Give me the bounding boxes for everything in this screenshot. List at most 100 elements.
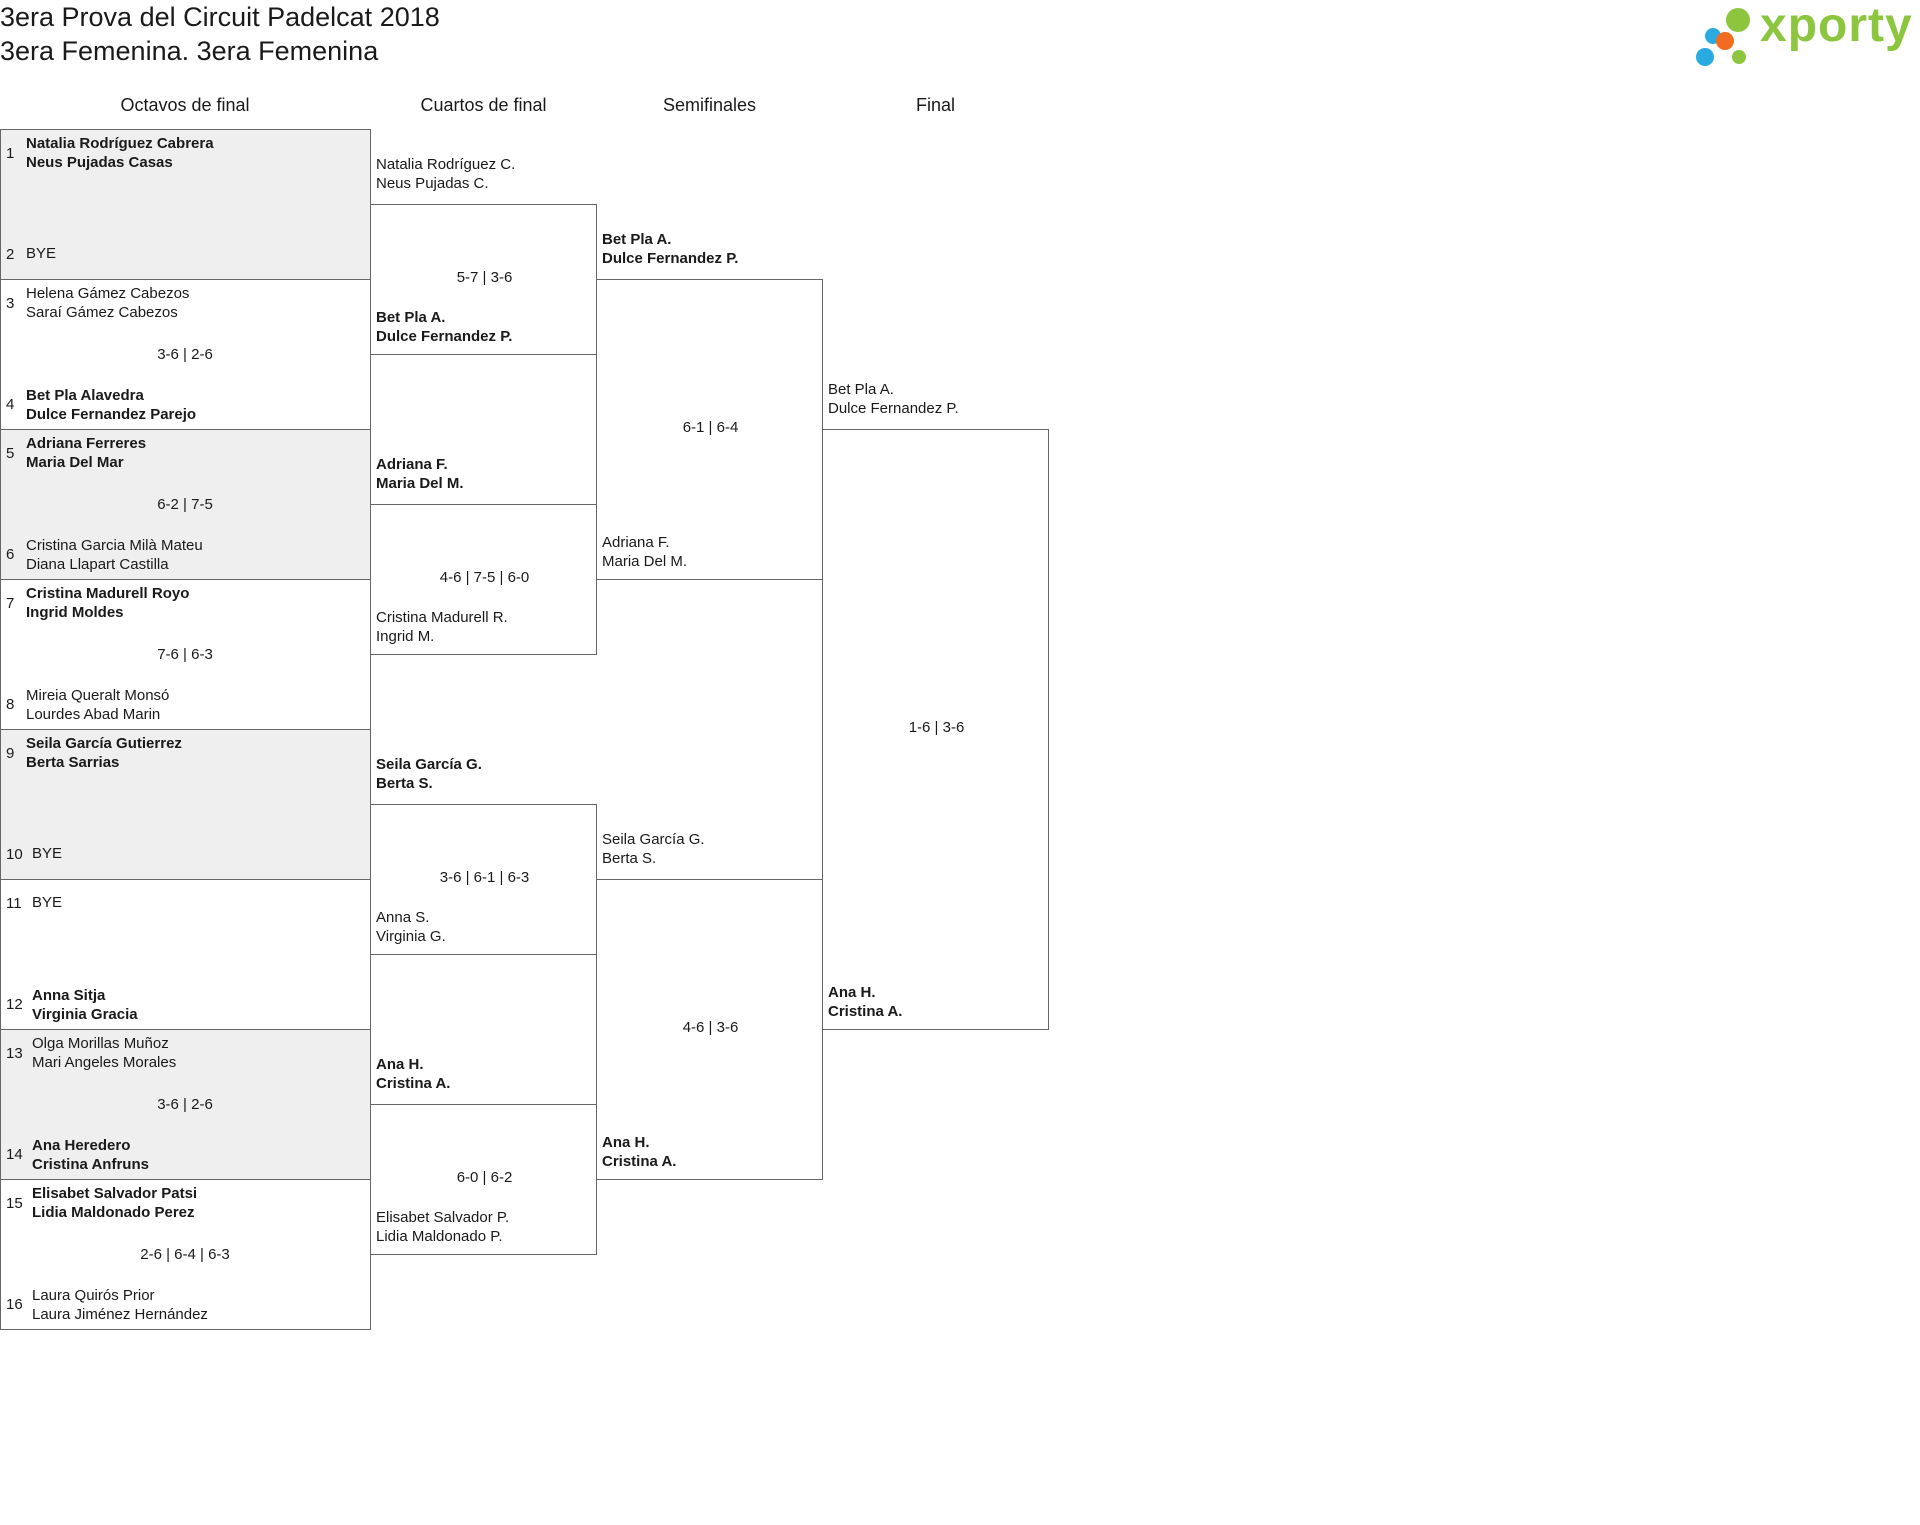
seed-number: 3 bbox=[6, 295, 15, 312]
seed-number: 2 bbox=[6, 246, 15, 263]
round-header: Final bbox=[915, 95, 955, 115]
seed-number: 16 bbox=[6, 1296, 23, 1313]
team-entry[interactable]: Bet Pla A.Dulce Fernandez P. bbox=[602, 230, 738, 268]
player-name: BYE bbox=[26, 245, 57, 262]
player-name: Maria Del Mar bbox=[26, 454, 124, 471]
player-name: Cristina A. bbox=[602, 1153, 677, 1170]
player-name: Berta S. bbox=[602, 850, 657, 867]
team-entry[interactable]: Seila García G.Berta S. bbox=[602, 830, 705, 868]
player-name: Mireia Queralt Monsó bbox=[26, 687, 170, 704]
player-name: Cristina A. bbox=[376, 1075, 451, 1092]
seed-number: 5 bbox=[6, 445, 15, 462]
player-name: Seila García Gutierrez bbox=[26, 735, 182, 752]
logo-wordmark: xporty bbox=[1760, 0, 1913, 52]
match-score: 6-1 | 6-4 bbox=[682, 418, 739, 436]
team-entry[interactable]: Bet Pla A.Dulce Fernandez P. bbox=[376, 308, 512, 346]
player-name: Cristina Madurell Royo bbox=[26, 585, 190, 602]
xporty-logo: xporty bbox=[1696, 0, 1920, 68]
player-name: Helena Gámez Cabezos bbox=[26, 285, 190, 302]
seed-number: 10 bbox=[6, 846, 23, 863]
player-name: Ana H. bbox=[376, 1056, 424, 1073]
player-name: Virginia Gracia bbox=[32, 1006, 138, 1023]
match-score: 6-2 | 7-5 bbox=[157, 496, 213, 513]
team-entry[interactable]: Ana H. Cristina A. bbox=[376, 1055, 450, 1093]
team-entry[interactable]: Elisabet Salvador P.Lidia Maldonado P. bbox=[376, 1208, 509, 1246]
team-entry[interactable]: Cristina Madurell R.Ingrid M. bbox=[376, 608, 508, 646]
player-name: Neus Pujadas C. bbox=[376, 175, 489, 192]
team-entry[interactable]: Natalia Rodríguez C.Neus Pujadas C. bbox=[376, 155, 515, 193]
player-name: Anna Sitja bbox=[32, 987, 106, 1004]
player-name: Bet Pla A. bbox=[376, 309, 446, 326]
player-name: Dulce Fernandez P. bbox=[828, 400, 959, 417]
player-name: Saraí Gámez Cabezos bbox=[26, 304, 178, 321]
seed-number: 4 bbox=[6, 396, 15, 413]
player-name: Maria Del M. bbox=[376, 475, 464, 492]
player-name: Ana Heredero bbox=[32, 1137, 131, 1154]
player-name: Natalia Rodríguez Cabrera bbox=[26, 135, 214, 152]
player-name: Cristina A. bbox=[828, 1003, 903, 1020]
player-name: BYE bbox=[32, 845, 63, 862]
seed-number: 12 bbox=[6, 996, 23, 1013]
player-name: Maria Del M. bbox=[602, 553, 688, 570]
logo-dot-green bbox=[1726, 8, 1750, 32]
player-name: Adriana F. bbox=[376, 456, 448, 473]
player-name: Mari Angeles Morales bbox=[32, 1054, 177, 1071]
team-entry[interactable]: Adriana F. Maria Del M. bbox=[376, 455, 464, 493]
player-name: Laura Jiménez Hernández bbox=[32, 1306, 208, 1323]
player-name: Cristina Anfruns bbox=[32, 1156, 149, 1173]
team-entry[interactable]: BYE bbox=[32, 844, 62, 863]
team-entry[interactable]: Bet Pla A.Dulce Fernandez P. bbox=[828, 380, 959, 418]
player-name: Berta S. bbox=[376, 775, 433, 792]
page-subtitle: 3era Femenina. 3era Femenina bbox=[0, 36, 379, 66]
player-name: Ana H. bbox=[828, 984, 876, 1001]
seed-number: 8 bbox=[6, 696, 15, 713]
seed-number: 7 bbox=[6, 595, 15, 612]
player-name: Neus Pujadas Casas bbox=[26, 154, 173, 171]
player-name: Adriana F. bbox=[602, 534, 670, 551]
team-entry[interactable]: Ana H. Cristina A. bbox=[602, 1133, 676, 1171]
team-entry[interactable]: Ana H. Cristina A. bbox=[828, 983, 902, 1021]
player-name: Anna S. bbox=[376, 909, 430, 926]
team-entry[interactable]: Anna S.Virginia G. bbox=[376, 908, 446, 946]
match-score: 3-6 | 2-6 bbox=[157, 346, 213, 363]
team-entry[interactable]: BYE bbox=[26, 244, 56, 263]
team-entry[interactable]: BYE bbox=[32, 893, 62, 912]
player-name: Diana Llapart Castilla bbox=[26, 556, 169, 573]
match-score: 6-0 | 6-2 bbox=[456, 1168, 513, 1186]
player-name: Bet Pla A. bbox=[602, 231, 672, 248]
match-score: 4-6 | 3-6 bbox=[682, 1018, 739, 1036]
seed-number: 1 bbox=[6, 145, 15, 162]
team-entry[interactable]: Seila García G. Berta S. bbox=[376, 755, 482, 793]
player-name: Ingrid Moldes bbox=[26, 604, 124, 621]
player-name: Cristina Garcia Milà Mateu bbox=[26, 537, 203, 554]
player-name: Laura Quirós Prior bbox=[32, 1287, 155, 1304]
match-box bbox=[822, 429, 1049, 1030]
player-name: Lourdes Abad Marin bbox=[26, 706, 161, 723]
match-score: 3-6 | 6-1 | 6-3 bbox=[439, 868, 530, 886]
player-name: Ingrid M. bbox=[376, 628, 435, 645]
player-name: Adriana Ferreres bbox=[26, 435, 147, 452]
seed-number: 11 bbox=[6, 895, 22, 912]
player-name: Dulce Fernandez Parejo bbox=[26, 406, 197, 423]
match-score: 5-7 | 3-6 bbox=[456, 268, 513, 286]
logo-dot-blue bbox=[1696, 48, 1714, 66]
player-name: Ana H. bbox=[602, 1134, 650, 1151]
logo-dot-green-small bbox=[1732, 50, 1746, 64]
player-name: Seila García G. bbox=[376, 756, 482, 773]
team-entry[interactable]: Adriana F. Maria Del M. bbox=[602, 533, 687, 571]
player-name: Elisabet Salvador Patsi bbox=[32, 1185, 198, 1202]
match-box bbox=[0, 129, 371, 280]
